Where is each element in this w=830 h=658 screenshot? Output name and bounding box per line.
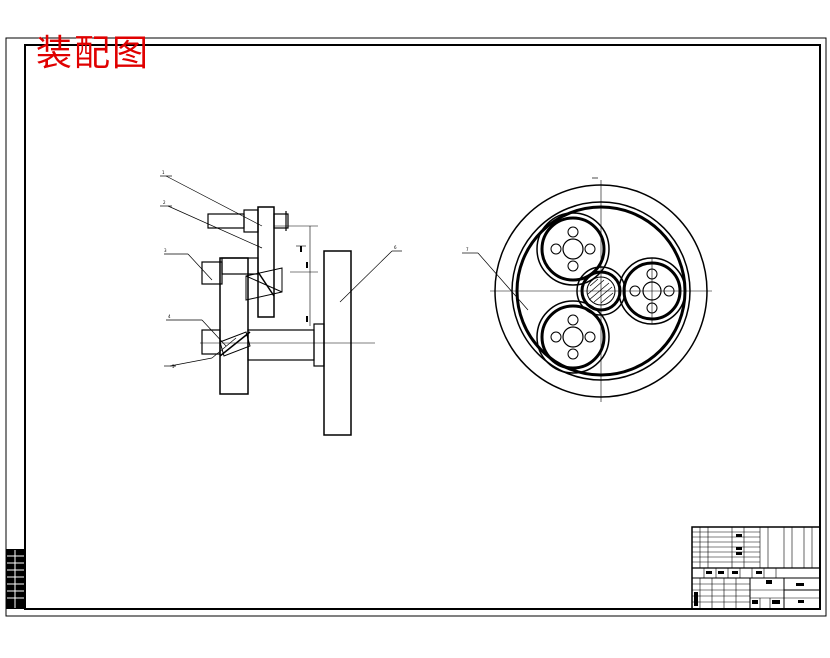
outer-border	[5, 37, 827, 617]
side-view	[160, 175, 402, 436]
balloon-1: 1	[162, 170, 165, 175]
balloon-6: 6	[394, 245, 397, 250]
balloon-4: 4	[168, 314, 171, 319]
title-block	[691, 526, 821, 610]
end-view	[462, 177, 712, 402]
balloon-7: 7	[466, 247, 469, 252]
drawing-title: 装配图	[36, 33, 151, 74]
balloon-5: 5	[172, 364, 175, 369]
inner-border	[24, 44, 821, 610]
balloon-labels: 1 2 3 4 5 6 7	[162, 170, 469, 369]
binding-margin	[6, 549, 25, 609]
balloon-2: 2	[163, 200, 166, 205]
balloon-3: 3	[164, 248, 167, 253]
